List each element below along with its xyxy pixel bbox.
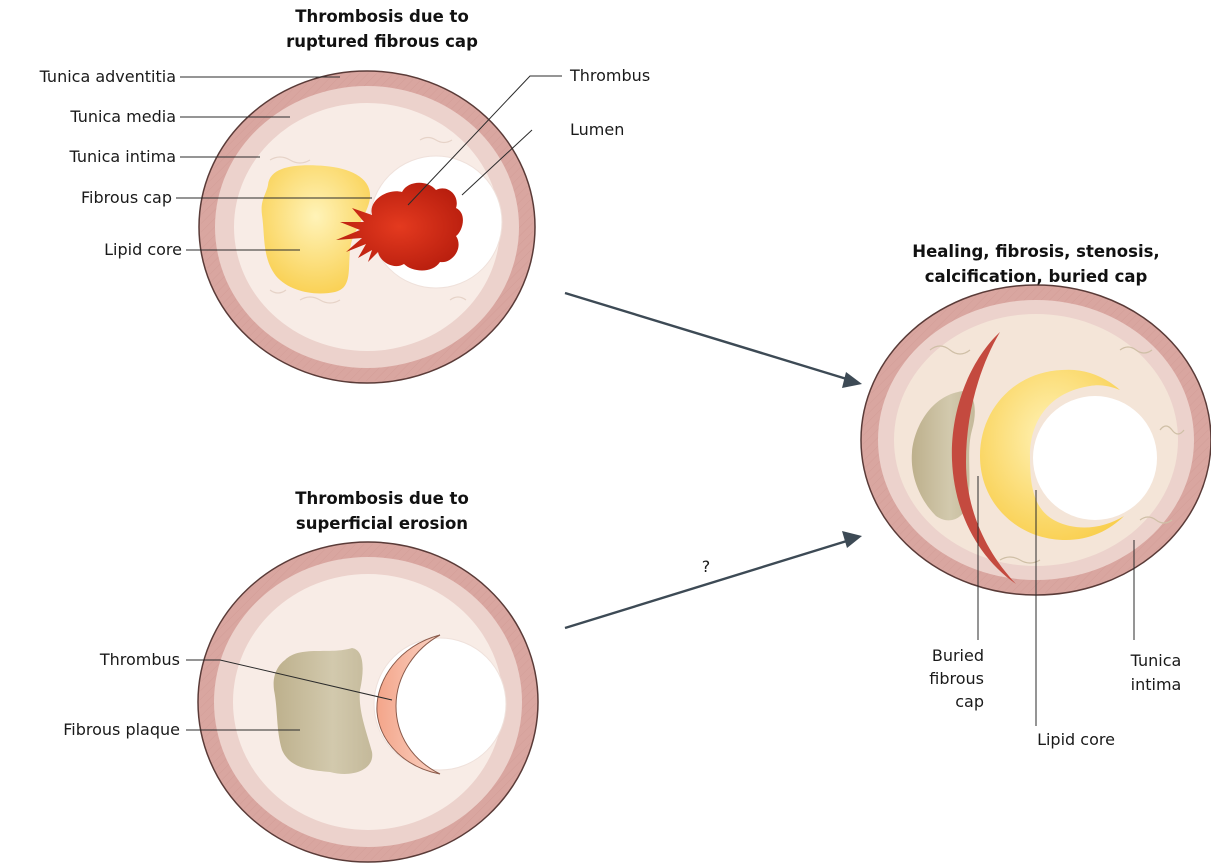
- arrow-question-label: ?: [702, 557, 711, 576]
- panel-right-title-line2: calcification, buried cap: [925, 267, 1148, 286]
- label-thrombus: Thrombus: [569, 66, 650, 85]
- label-thrombus-bottom: Thrombus: [99, 650, 180, 669]
- label-lipid-core-right: Lipid core: [1037, 730, 1115, 749]
- arrow-top-to-right: [565, 293, 862, 388]
- fibrous-plaque: [274, 648, 373, 774]
- label-buried-line2: fibrous: [929, 669, 984, 688]
- arrow-bottom-to-right: [565, 531, 862, 628]
- vessel-superficial-erosion: [198, 542, 538, 862]
- label-fibrous-cap: Fibrous cap: [81, 188, 172, 207]
- lumen: [1033, 396, 1157, 520]
- label-tunica-adventitia: Tunica adventitia: [39, 67, 176, 86]
- label-lumen: Lumen: [570, 120, 624, 139]
- label-fibrous-plaque: Fibrous plaque: [63, 720, 180, 739]
- label-tunica-line2: intima: [1131, 675, 1182, 694]
- label-buried-line1: Buried: [932, 646, 984, 665]
- label-tunica-media: Tunica media: [69, 107, 176, 126]
- vessel-ruptured-cap: [199, 71, 535, 383]
- label-tunica-intima: Tunica intima: [69, 147, 176, 166]
- panel-bottom-title-line2: superficial erosion: [296, 514, 468, 533]
- label-tunica-line1: Tunica: [1130, 651, 1182, 670]
- panel-top-title-line2: ruptured fibrous cap: [286, 32, 478, 51]
- label-buried-line3: cap: [955, 692, 984, 711]
- panel-right-title-line1: Healing, fibrosis, stenosis,: [912, 242, 1159, 261]
- panel-bottom-title-line1: Thrombosis due to: [295, 489, 469, 508]
- panel-top-title-line1: Thrombosis due to: [295, 7, 469, 26]
- label-lipid-core: Lipid core: [104, 240, 182, 259]
